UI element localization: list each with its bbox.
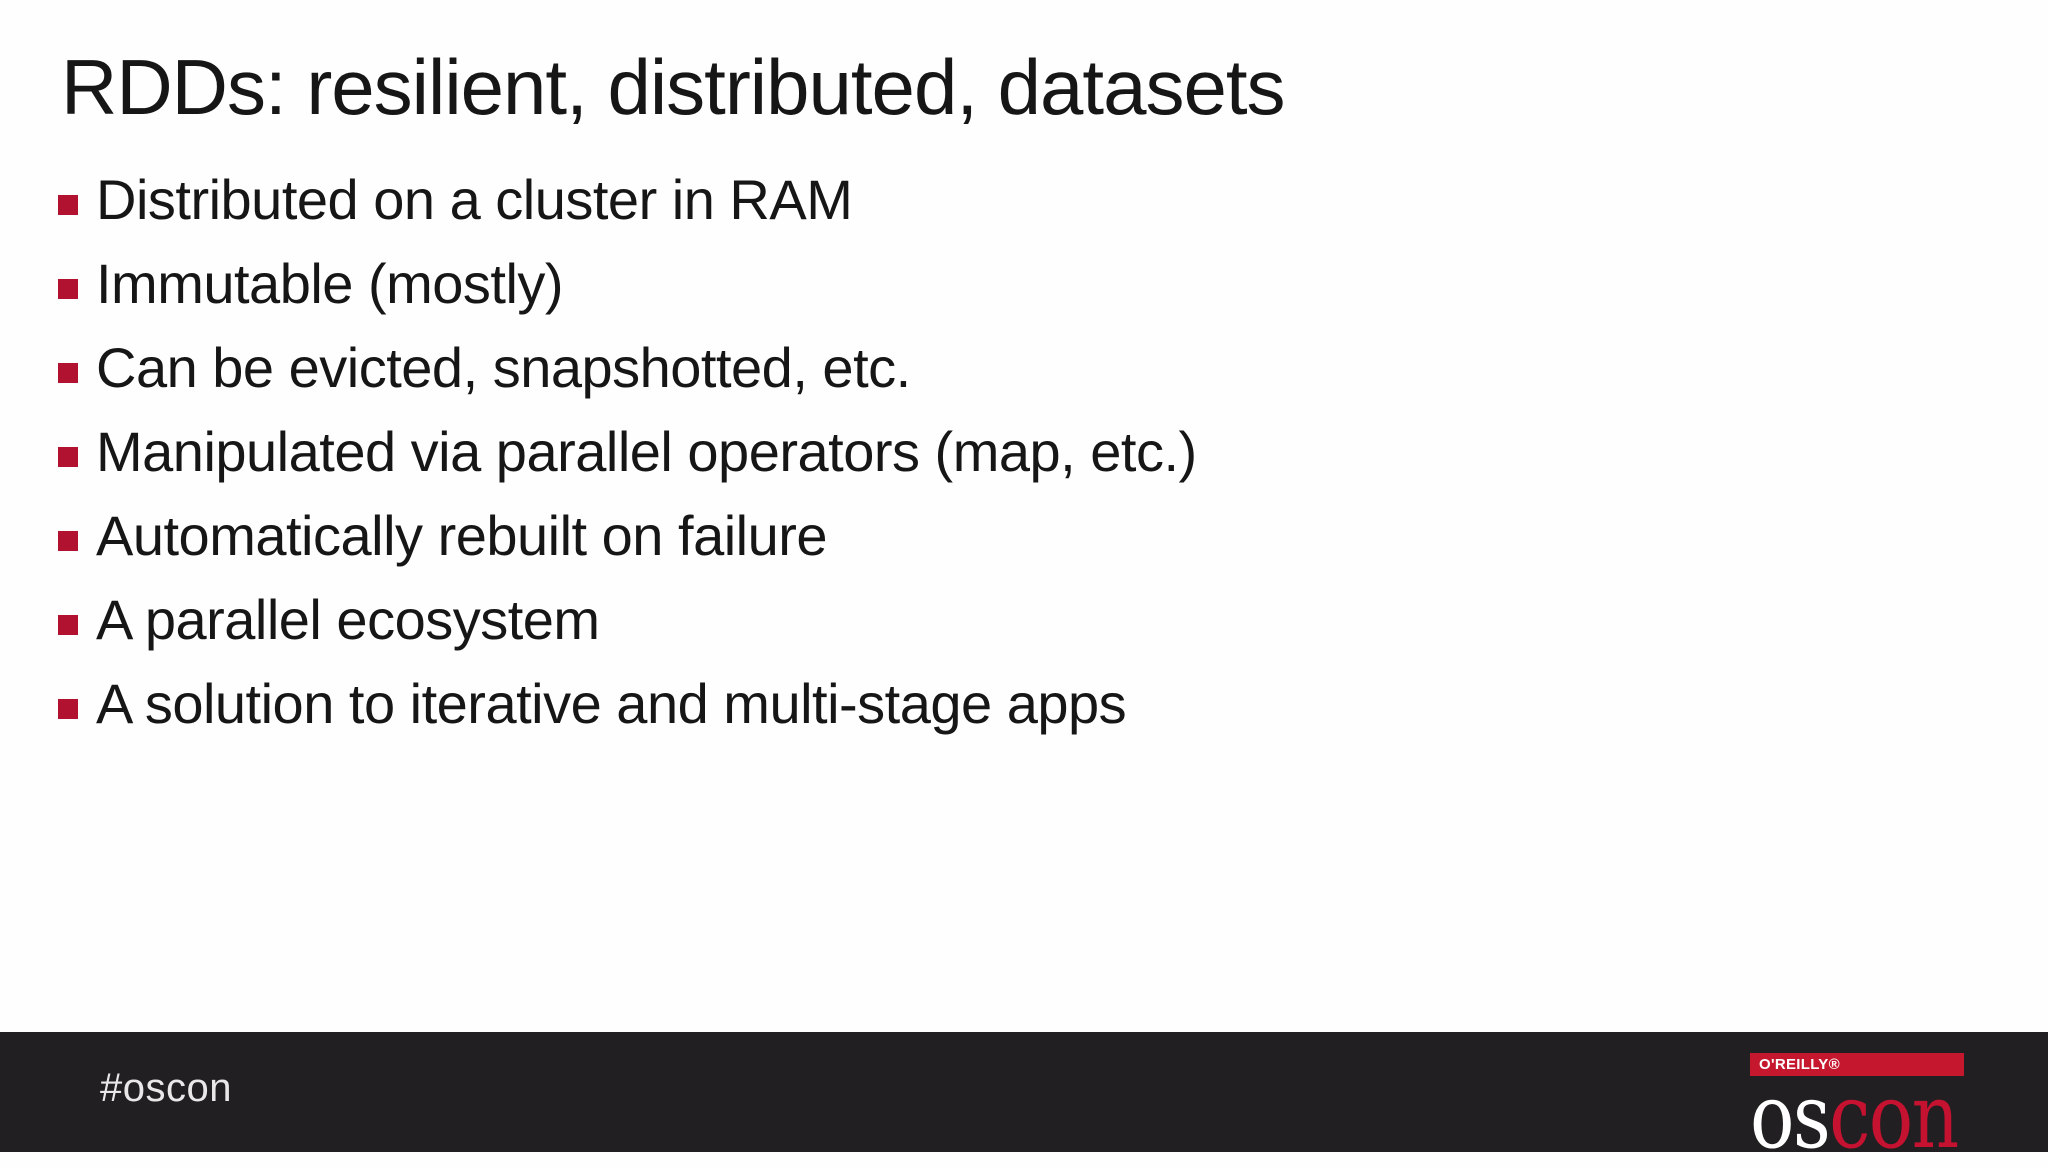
oscon-wordmark-os: os <box>1750 1064 1831 1168</box>
bullet-text: Manipulated via parallel operators (map,… <box>96 420 1197 483</box>
oscon-logo-wordmark: oscon <box>1750 1072 1959 1161</box>
bullet-list: Distributed on a cluster in RAM Immutabl… <box>58 158 1197 746</box>
bullet-square-icon <box>58 363 78 383</box>
oscon-logo: O'REILLY® oscon <box>1750 1053 1964 1161</box>
bullet-item: Distributed on a cluster in RAM <box>58 158 1197 242</box>
bullet-square-icon <box>58 699 78 719</box>
footer-bar: #oscon O'REILLY® oscon <box>0 1032 2048 1161</box>
bullet-text: Distributed on a cluster in RAM <box>96 168 853 231</box>
bullet-square-icon <box>58 447 78 467</box>
bullet-item: Manipulated via parallel operators (map,… <box>58 410 1197 494</box>
event-hashtag: #oscon <box>100 1066 232 1110</box>
slide-title: RDDs: resilient, distributed, datasets <box>61 43 1286 131</box>
bullet-square-icon <box>58 279 78 299</box>
bullet-item: Can be evicted, snapshotted, etc. <box>58 326 1197 410</box>
bullet-text: A parallel ecosystem <box>96 588 600 651</box>
bullet-text: Automatically rebuilt on failure <box>96 504 828 567</box>
bullet-text: Immutable (mostly) <box>96 252 564 315</box>
bullet-text: Can be evicted, snapshotted, etc. <box>96 336 911 399</box>
oscon-wordmark-con: con <box>1829 1064 1959 1168</box>
bullet-square-icon <box>58 531 78 551</box>
bullet-item: A solution to iterative and multi-stage … <box>58 662 1197 746</box>
bullet-item: Automatically rebuilt on failure <box>58 494 1197 578</box>
bullet-item: A parallel ecosystem <box>58 578 1197 662</box>
bullet-square-icon <box>58 195 78 215</box>
bullet-square-icon <box>58 615 78 635</box>
oreilly-red-bar: O'REILLY® <box>1750 1053 1964 1076</box>
bullet-text: A solution to iterative and multi-stage … <box>96 672 1127 735</box>
bullet-item: Immutable (mostly) <box>58 242 1197 326</box>
oreilly-brand-label: O'REILLY® <box>1759 1056 1840 1073</box>
